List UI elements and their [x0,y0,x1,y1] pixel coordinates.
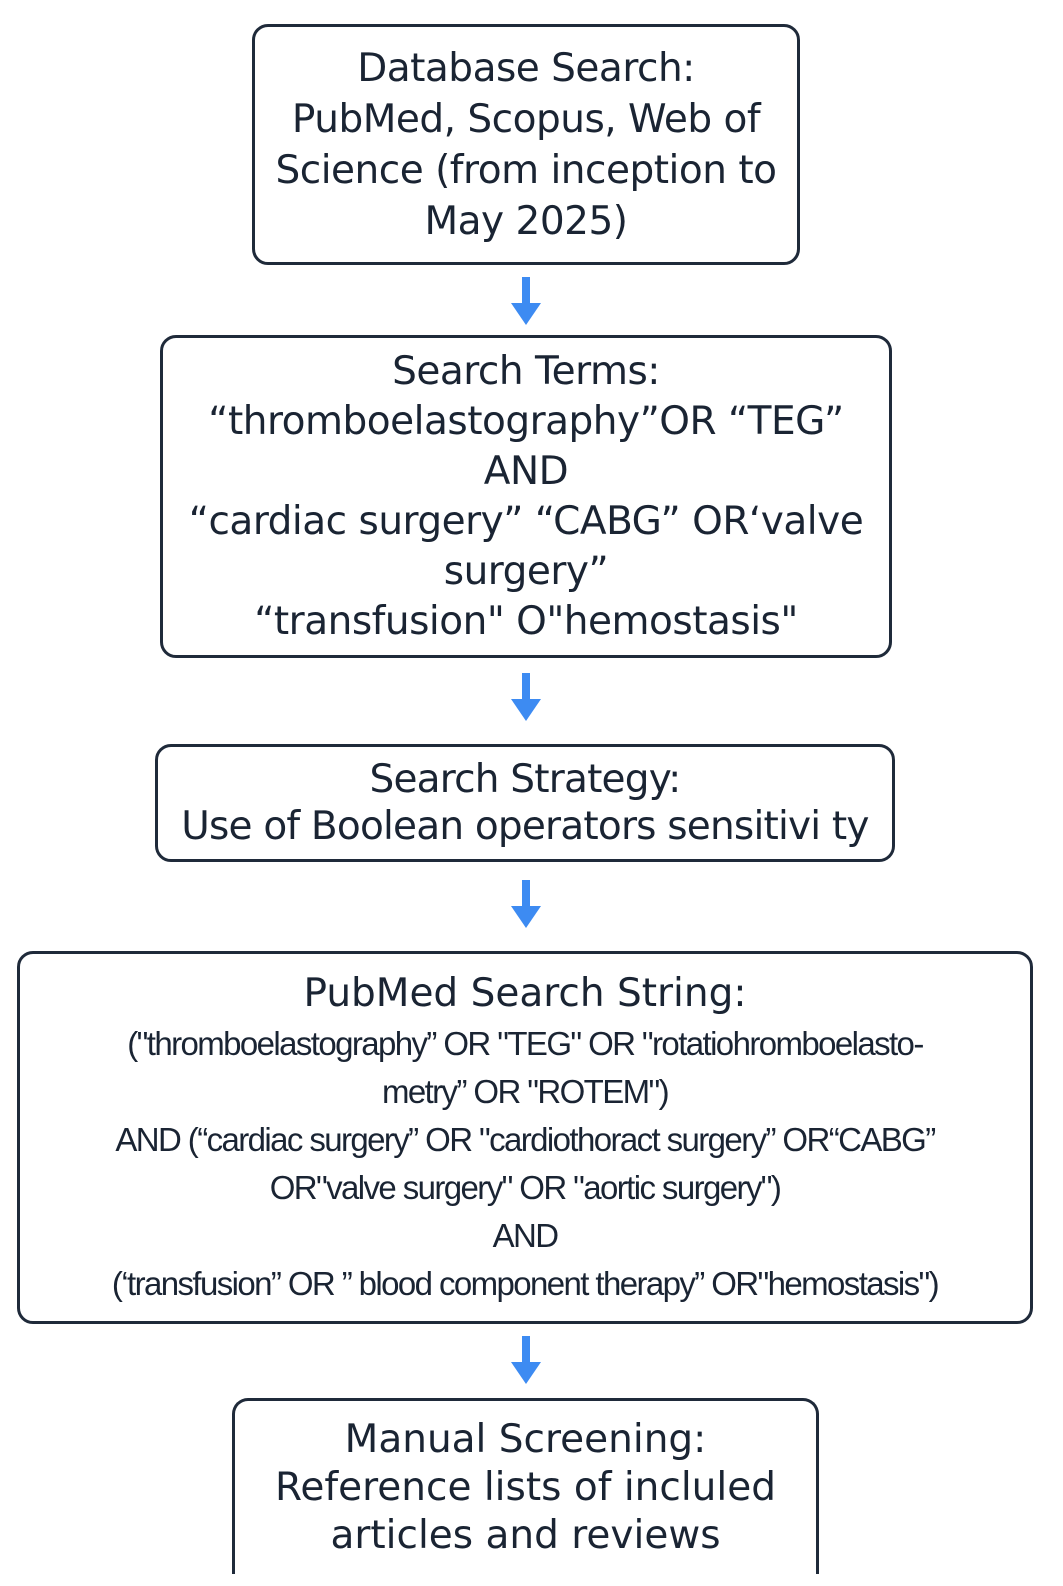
search-terms-line-5: “transfusion" O"hemostasis" [254,598,798,644]
pubmed-string-line-4: OR"valve surgery" OR "aortic surgery") [269,1168,782,1206]
search-terms-line-1: “thromboelastography”OR “TEG” [208,398,844,444]
arrow-down-icon [511,1336,541,1384]
manual-screening-line-2: articles and reviews [330,1512,721,1558]
manual-screening-title: Manual Screening: [344,1416,707,1462]
pubmed-string-line-6: (‘transfusion” OR ” blood component ther… [111,1264,940,1302]
pubmed-string-line-5: AND [492,1216,559,1254]
database-search-box: Database Search: PubMed, Scopus, Web of … [252,24,800,265]
database-search-line-1: Database Search: [357,45,695,91]
search-terms-line-3: “cardiac surgery” “CABG” OR‘valve [188,498,864,544]
pubmed-string-line-1: ("thromboelastography” OR "TEG" OR "rota… [127,1024,924,1062]
arrow-down-icon [511,277,541,325]
search-strategy-line-1: Use of Boolean operators sensitivi ty [181,804,869,849]
database-search-line-2: PubMed, Scopus, Web of [291,96,761,142]
search-terms-line-4: surgery” [443,548,609,594]
manual-screening-box: Manual Screening: Reference lists of inc… [232,1398,819,1574]
search-terms-line-2: AND [483,448,569,494]
search-strategy-box: Search Strategy: Use of Boolean operator… [155,744,895,862]
database-search-line-4: May 2025) [424,198,629,244]
pubmed-string-title: PubMed Search String: [303,970,747,1016]
manual-screening-line-1: Reference lists of incluled [275,1464,776,1510]
search-terms-title: Search Terms: [392,348,660,394]
pubmed-string-line-2: metry” OR "ROTEM") [381,1072,670,1110]
search-strategy-title: Search Strategy: [369,757,682,802]
database-search-line-3: Science (from inception to [275,147,777,193]
arrow-down-icon [511,673,541,721]
search-terms-box: Search Terms: “thromboelastography”OR “T… [160,335,892,658]
pubmed-search-string-box: PubMed Search String: ("thromboelastogra… [17,951,1033,1324]
arrow-down-icon [511,880,541,928]
pubmed-string-line-3: AND (“cardiac surgery” OR "cardiothoract… [115,1120,936,1158]
